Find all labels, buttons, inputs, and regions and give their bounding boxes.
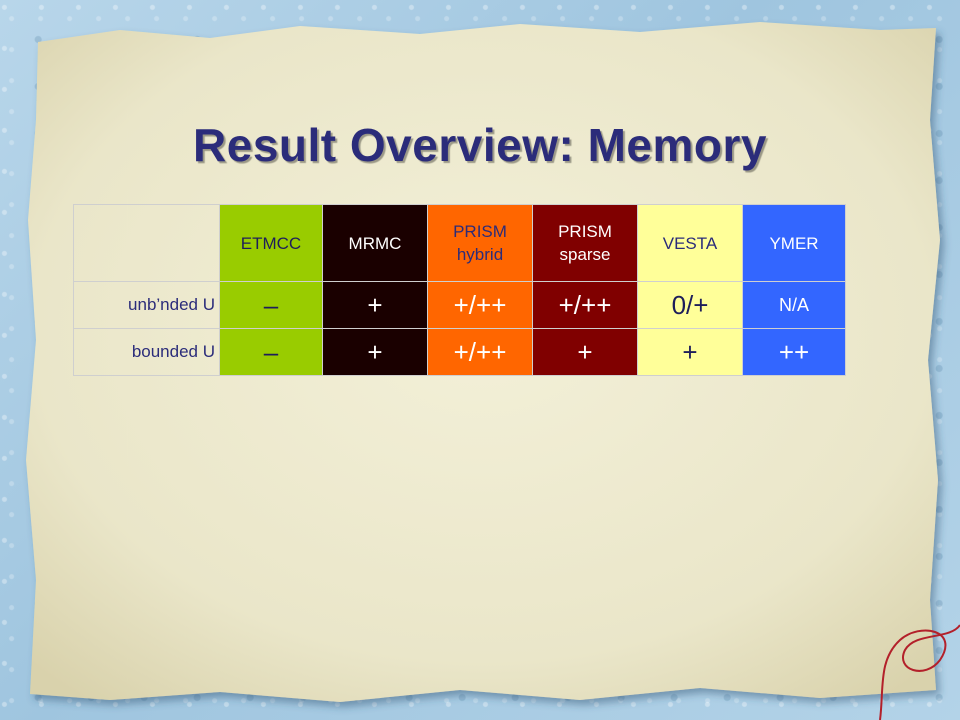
col-header-prism-hybrid: PRISM hybrid [427,204,533,282]
cell-ymer: ++ [742,328,846,376]
cell-prism-hybrid: +/++ [427,328,533,376]
cell-etmcc: – [219,328,323,376]
col-header-mrmc: MRMC [322,204,428,282]
col-header-prism-sparse: PRISM sparse [532,204,638,282]
table-row: bounded U – + +/++ + + ++ [73,328,846,376]
cell-prism-sparse: +/++ [532,281,638,329]
table-corner-cell [73,204,220,282]
red-thread-decoration [879,624,960,720]
cell-mrmc: + [322,281,428,329]
table-row: unb’nded U – + +/++ +/++ 0/+ N/A [73,281,846,329]
cell-prism-hybrid: +/++ [427,281,533,329]
cell-ymer: N/A [742,281,846,329]
row-label-bounded: bounded U [73,328,220,376]
col-header-ymer: YMER [742,204,846,282]
cell-vesta: 0/+ [637,281,743,329]
cell-prism-sparse: + [532,328,638,376]
cell-vesta: + [637,328,743,376]
table-header-row: ETMCC MRMC PRISM hybrid PRISM sparse VES… [73,204,846,282]
row-label-unbounded: unb’nded U [73,281,220,329]
results-table: ETMCC MRMC PRISM hybrid PRISM sparse VES… [73,204,846,376]
col-header-etmcc: ETMCC [219,204,323,282]
slide-title: Result Overview: Memory [193,119,767,171]
cell-mrmc: + [322,328,428,376]
cell-etmcc: – [219,281,323,329]
col-header-vesta: VESTA [637,204,743,282]
